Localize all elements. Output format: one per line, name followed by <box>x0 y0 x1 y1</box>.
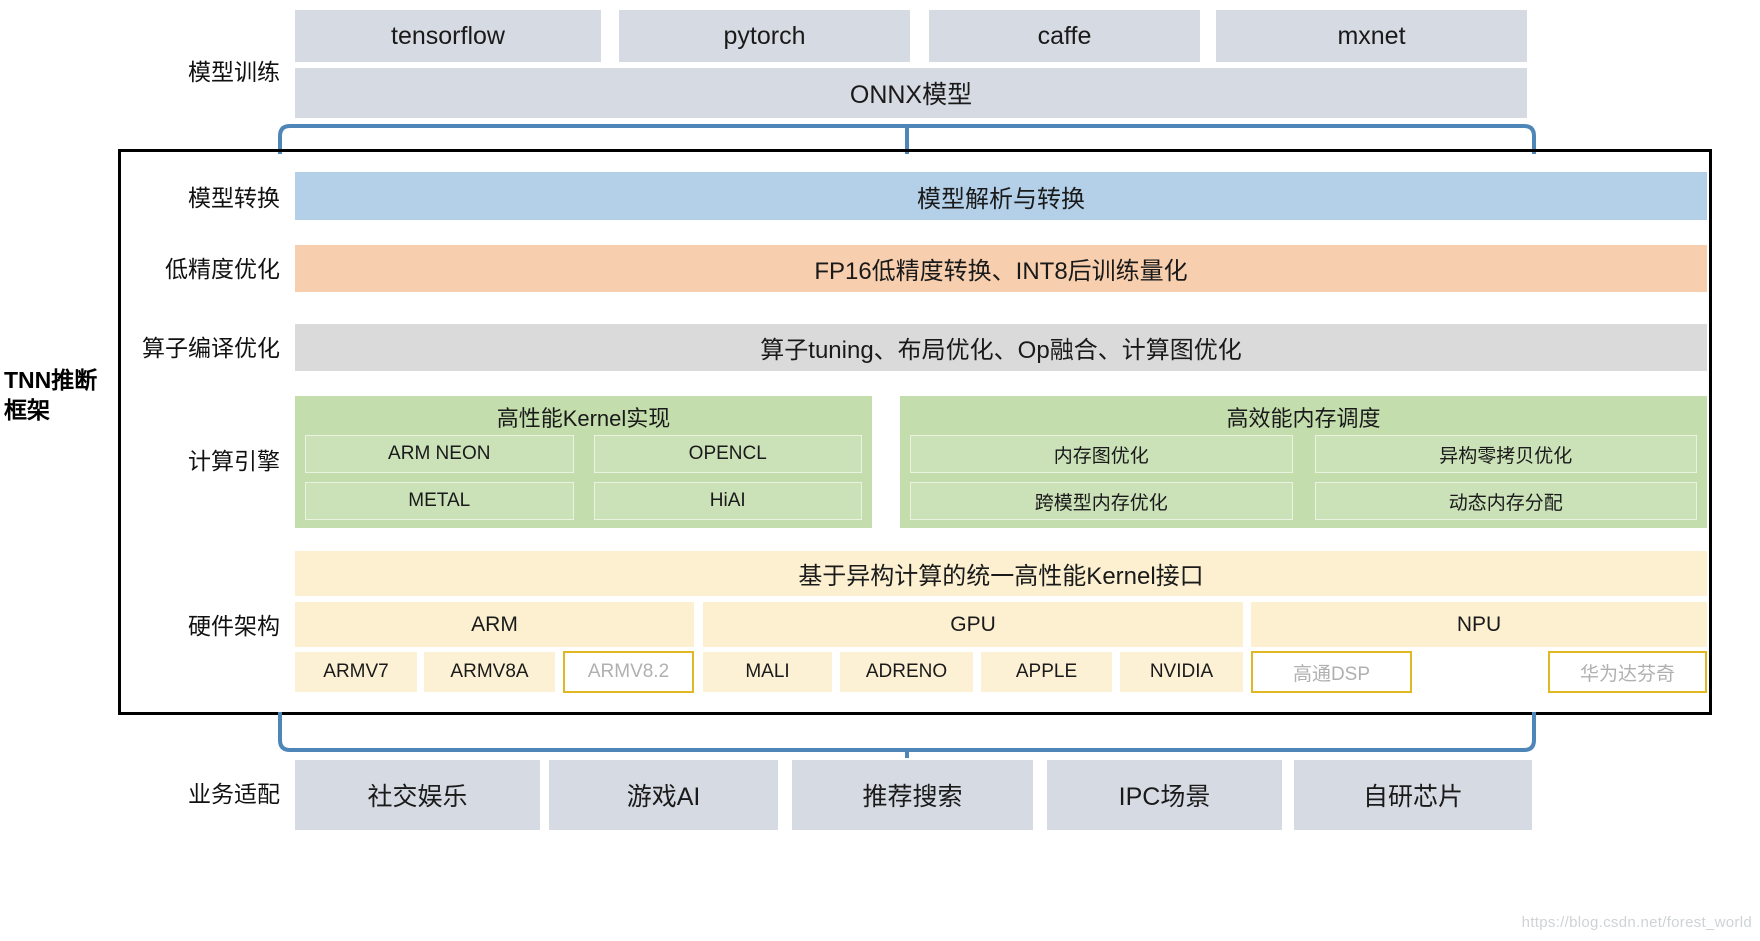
compute-engine-item[interactable]: HiAI <box>593 482 862 520</box>
compute-engine-item[interactable]: OPENCL <box>593 435 862 473</box>
training-framework-tensorflow[interactable]: tensorflow <box>295 10 601 62</box>
business-item-self-chip[interactable]: 自研芯片 <box>1294 760 1532 830</box>
compute-engine-item-label: HiAI <box>709 490 746 511</box>
model-conversion-bar[interactable]: 模型解析与转换 <box>295 172 1707 220</box>
training-framework-caffe[interactable]: caffe <box>929 10 1200 62</box>
compute-engine-group-kernel-title: 高性能Kernel实现 <box>305 400 862 433</box>
hardware-chip-qualcomm-dsp[interactable]: 高通DSP <box>1251 651 1412 693</box>
compute-engine-item-label: OPENCL <box>688 443 767 464</box>
compute-engine-item[interactable]: METAL <box>305 482 574 520</box>
op-compile-bar[interactable]: 算子tuning、布局优化、Op融合、计算图优化 <box>295 324 1707 371</box>
row-label-low-precision-text: 低精度优化 <box>165 256 280 282</box>
hardware-chip-label: ARMV8.2 <box>587 661 670 682</box>
hardware-category-gpu[interactable]: GPU <box>703 602 1243 647</box>
hardware-chip-nvidia[interactable]: NVIDIA <box>1120 652 1243 692</box>
hardware-chip-armv8a[interactable]: ARMV8A <box>424 652 555 692</box>
business-item-game-ai[interactable]: 游戏AI <box>549 760 778 830</box>
compute-engine-item-label: METAL <box>408 490 471 511</box>
row-label-training: 模型训练 <box>120 58 280 87</box>
training-framework-label: caffe <box>1037 21 1092 50</box>
hardware-chip-huawei-davinci[interactable]: 华为达芬奇 <box>1548 651 1707 693</box>
onnx-model-bar[interactable]: ONNX模型 <box>295 68 1527 118</box>
row-label-conversion: 模型转换 <box>120 184 280 213</box>
watermark-text: https://blog.csdn.net/forest_world <box>1521 914 1752 931</box>
compute-engine-group-kernel: 高性能Kernel实现 ARM NEON OPENCL METAL HiAI <box>295 396 872 528</box>
hardware-chip-label: 高通DSP <box>1292 663 1371 685</box>
hardware-category-npu[interactable]: NPU <box>1251 602 1707 647</box>
group-title-label: 高性能Kernel实现 <box>496 405 671 431</box>
business-item-social[interactable]: 社交娱乐 <box>295 760 540 830</box>
hardware-chip-label: ADRENO <box>865 661 948 682</box>
hardware-chip-label: 华为达芬奇 <box>1579 663 1675 685</box>
business-item-recommend-search[interactable]: 推荐搜索 <box>792 760 1033 830</box>
hardware-chip-apple[interactable]: APPLE <box>981 652 1112 692</box>
row-label-business-text: 业务适配 <box>188 781 280 807</box>
row-label-compute-engine: 计算引擎 <box>120 447 280 476</box>
compute-engine-item-label: 跨模型内存优化 <box>1034 492 1168 514</box>
business-item-label: 社交娱乐 <box>367 783 468 811</box>
hardware-chip-adreno[interactable]: ADRENO <box>840 652 973 692</box>
tnn-framework-label: TNN推断 框架 <box>4 366 124 426</box>
group-title-label: 高效能内存调度 <box>1226 405 1381 431</box>
op-compile-label: 算子tuning、布局优化、Op融合、计算图优化 <box>760 337 1242 364</box>
row-label-low-precision: 低精度优化 <box>100 255 280 284</box>
compute-engine-item-label: ARM NEON <box>388 443 491 464</box>
row-label-conversion-text: 模型转换 <box>188 185 280 211</box>
compute-engine-item[interactable]: 异构零拷贝优化 <box>1314 435 1697 473</box>
hardware-category-label: GPU <box>950 612 996 636</box>
business-item-label: 自研芯片 <box>1362 783 1463 811</box>
tnn-framework-frame <box>118 149 1712 715</box>
business-item-ipc[interactable]: IPC场景 <box>1047 760 1282 830</box>
business-item-label: IPC场景 <box>1118 783 1211 811</box>
brace-bottom <box>272 710 1542 778</box>
hardware-banner-label: 基于异构计算的统一高性能Kernel接口 <box>798 563 1204 590</box>
low-precision-label: FP16低精度转换、INT8后训练量化 <box>814 258 1188 285</box>
training-framework-mxnet[interactable]: mxnet <box>1216 10 1527 62</box>
row-label-hardware-text: 硬件架构 <box>188 613 280 639</box>
row-label-op-compile: 算子编译优化 <box>80 334 280 363</box>
compute-engine-group-memory-title: 高效能内存调度 <box>910 400 1697 433</box>
row-label-compute-engine-text: 计算引擎 <box>188 448 280 474</box>
hardware-chip-label: APPLE <box>1015 661 1078 682</box>
row-label-op-compile-text: 算子编译优化 <box>142 335 280 361</box>
hardware-chip-label: ARMV7 <box>323 661 389 682</box>
hardware-kernel-interface-banner[interactable]: 基于异构计算的统一高性能Kernel接口 <box>295 551 1707 596</box>
hardware-chip-label: MALI <box>745 661 790 682</box>
tnn-framework-label-line1: TNN推断 <box>4 367 98 393</box>
tnn-framework-label-line2: 框架 <box>4 396 50 423</box>
business-item-label: 游戏AI <box>626 783 701 811</box>
training-framework-label: tensorflow <box>391 21 505 50</box>
hardware-category-label: ARM <box>471 612 518 636</box>
hardware-chip-label: NVIDIA <box>1149 661 1214 682</box>
row-label-training-text: 模型训练 <box>188 59 280 85</box>
compute-engine-item[interactable]: 内存图优化 <box>910 435 1293 473</box>
model-conversion-label: 模型解析与转换 <box>917 185 1085 213</box>
hardware-chip-label: ARMV8A <box>450 661 529 682</box>
compute-engine-item[interactable]: 跨模型内存优化 <box>910 482 1293 520</box>
hardware-category-label: NPU <box>1456 612 1502 636</box>
hardware-chip-armv8-2[interactable]: ARMV8.2 <box>563 651 694 693</box>
compute-engine-item-label: 异构零拷贝优化 <box>1439 445 1573 467</box>
compute-engine-item[interactable]: 动态内存分配 <box>1314 482 1697 520</box>
onnx-model-label: ONNX模型 <box>849 81 973 109</box>
row-label-hardware: 硬件架构 <box>120 612 280 641</box>
compute-engine-item[interactable]: ARM NEON <box>305 435 574 473</box>
training-framework-label: pytorch <box>723 21 806 50</box>
compute-engine-item-label: 动态内存分配 <box>1448 492 1563 514</box>
row-label-business: 业务适配 <box>120 780 280 809</box>
hardware-category-arm[interactable]: ARM <box>295 602 694 647</box>
training-framework-pytorch[interactable]: pytorch <box>619 10 910 62</box>
hardware-chip-armv7[interactable]: ARMV7 <box>295 652 417 692</box>
hardware-chip-mali[interactable]: MALI <box>703 652 832 692</box>
compute-engine-group-memory: 高效能内存调度 内存图优化 异构零拷贝优化 跨模型内存优化 动态内存分配 <box>900 396 1707 528</box>
low-precision-bar[interactable]: FP16低精度转换、INT8后训练量化 <box>295 245 1707 292</box>
business-item-label: 推荐搜索 <box>862 783 963 811</box>
training-framework-label: mxnet <box>1337 21 1406 50</box>
compute-engine-item-label: 内存图优化 <box>1053 445 1149 467</box>
